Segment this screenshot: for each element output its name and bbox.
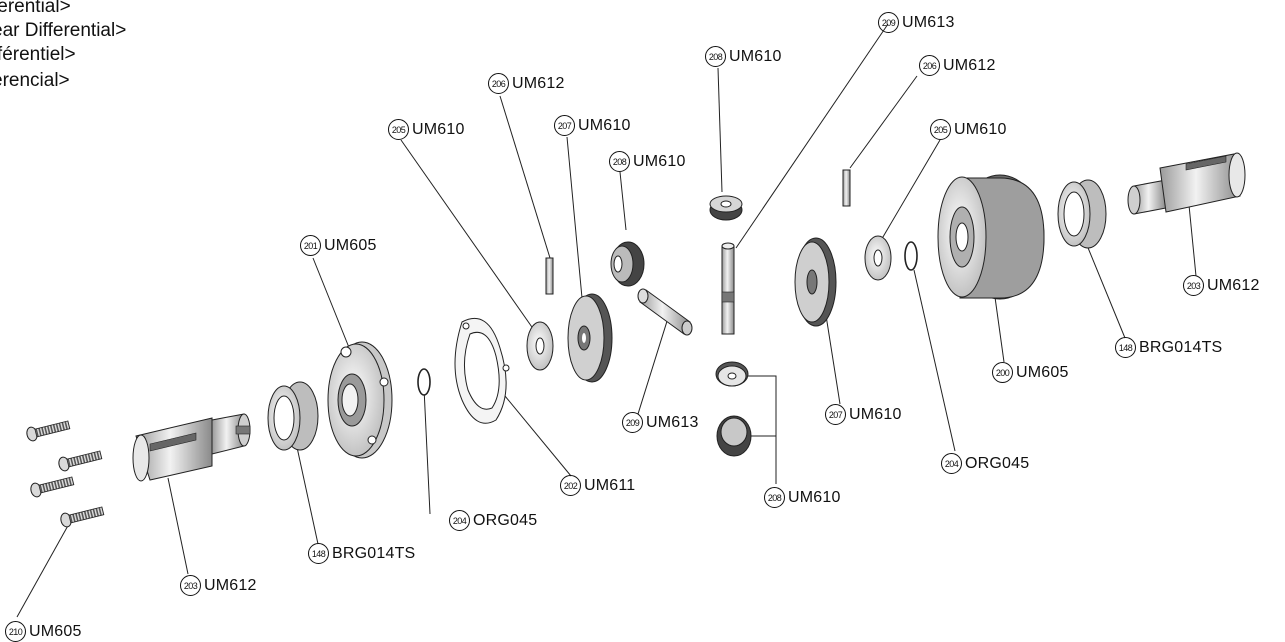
right-washer bbox=[864, 235, 892, 281]
diff-case bbox=[937, 174, 1045, 300]
lower-cross-shaft bbox=[637, 288, 693, 336]
right-pin bbox=[842, 169, 851, 207]
left-bearing bbox=[267, 381, 319, 451]
leader-148a bbox=[1083, 237, 1126, 339]
left-outdrive bbox=[132, 413, 251, 482]
leader-208a bbox=[717, 67, 723, 193]
diff-cover bbox=[327, 341, 393, 459]
leader-207a bbox=[566, 136, 583, 299]
leader-lines bbox=[16, 23, 1197, 618]
title-line-2: ear Differential> bbox=[0, 20, 127, 41]
leader-206a bbox=[499, 95, 551, 259]
leader-200 bbox=[993, 289, 1005, 363]
right-bevel-gear bbox=[794, 237, 837, 327]
leader-202 bbox=[504, 395, 572, 477]
leader-203b bbox=[167, 477, 189, 575]
right-bearing bbox=[1057, 179, 1107, 249]
left-pin bbox=[545, 257, 554, 295]
gasket bbox=[454, 317, 510, 424]
upper-cross-shaft bbox=[721, 242, 735, 335]
right-outdrive bbox=[1127, 152, 1246, 215]
right-o-ring bbox=[904, 241, 918, 271]
title-line-4: erencial> bbox=[0, 70, 70, 91]
leader-210 bbox=[16, 521, 71, 618]
leader-148b bbox=[294, 437, 319, 545]
leader-203a bbox=[1187, 194, 1197, 277]
leader-206b bbox=[849, 75, 918, 169]
leader-208c-top bbox=[738, 375, 777, 484]
left-o-ring bbox=[417, 368, 431, 396]
title-line-1: ferential> bbox=[0, 0, 71, 17]
leader-205a bbox=[400, 139, 535, 331]
leader-208b bbox=[619, 171, 627, 231]
lower-small-gears bbox=[715, 361, 752, 457]
screws bbox=[26, 420, 105, 528]
left-bevel-gear bbox=[567, 293, 613, 383]
title-line-3: fférentiel> bbox=[0, 44, 76, 65]
leader-204a bbox=[423, 387, 431, 515]
top-small-gear bbox=[709, 195, 743, 221]
leader-209a bbox=[735, 23, 889, 249]
leader-209b bbox=[637, 317, 669, 415]
leader-205b bbox=[879, 139, 941, 243]
upper-small-gear bbox=[610, 241, 645, 287]
leader-204b bbox=[913, 269, 956, 452]
leader-201 bbox=[312, 257, 353, 356]
left-washer bbox=[526, 321, 554, 371]
